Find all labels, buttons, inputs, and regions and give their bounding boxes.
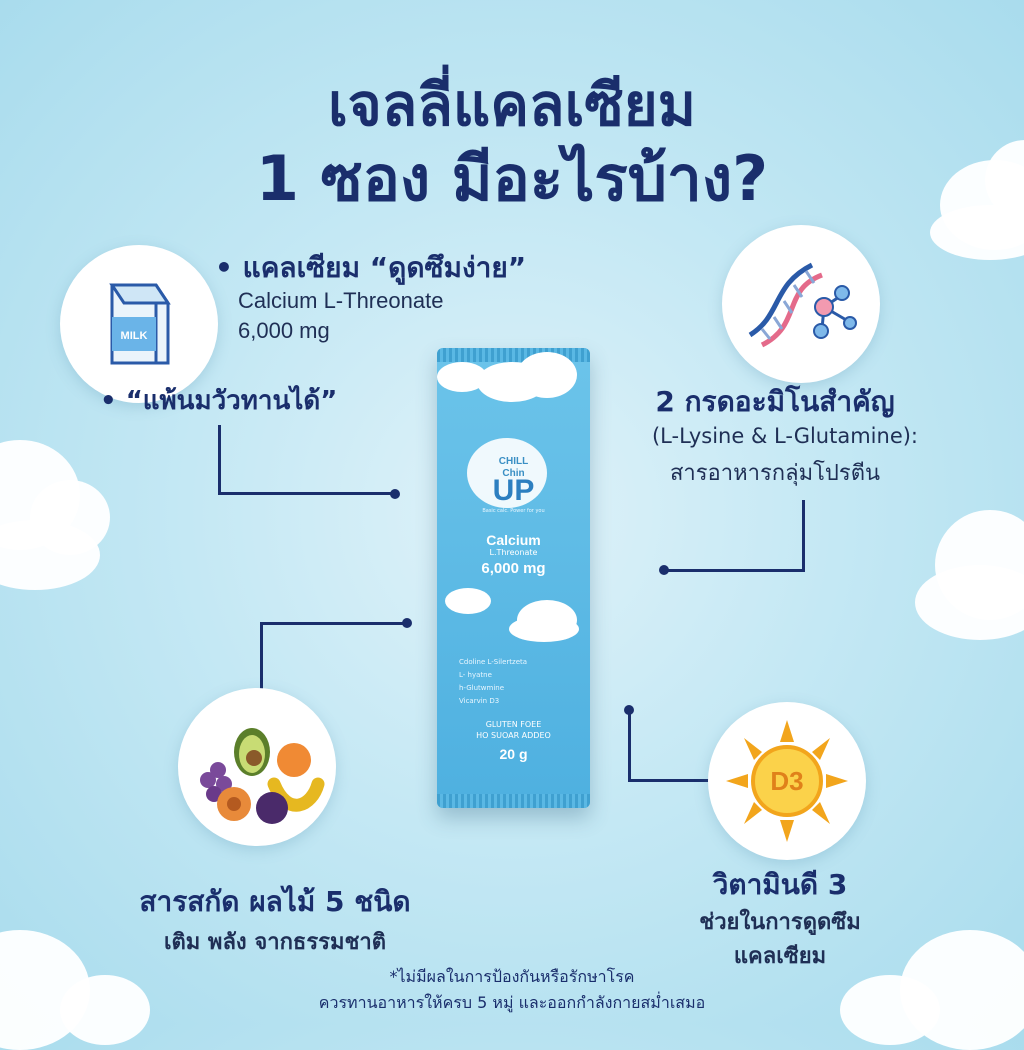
bullet: • bbox=[215, 251, 233, 284]
calcium-name: Calcium L-Threonate bbox=[238, 288, 444, 313]
amino-heading: 2 กรดอะมิโนสำคัญ bbox=[655, 385, 895, 418]
d3-label: D3 bbox=[770, 766, 803, 796]
amino-detail: (L-Lysine & L-Glutamine): bbox=[651, 424, 919, 448]
lactose-row: • “แพ้นมวัวทานได้” bbox=[100, 380, 337, 421]
sachet-ingredient: L- hyatne bbox=[459, 671, 492, 679]
vitamin-circle: D3 bbox=[708, 702, 866, 860]
page-title-line2: 1 ซอง มีอะไรบ้าง? bbox=[255, 142, 769, 215]
fruit-circle bbox=[178, 688, 336, 846]
fruit-basket-icon bbox=[200, 728, 325, 824]
disclaimer-line1: *ไม่มีผลในการป้องกันหรือรักษาโรค bbox=[389, 967, 635, 986]
sun-d3-icon: D3 bbox=[726, 720, 848, 842]
amino-desc: สารอาหารกลุ่มโปรตีน bbox=[669, 461, 881, 486]
product-sachet: CHILL Chin UP Basic calc. Power for you … bbox=[437, 348, 590, 808]
fruits-heading: สารสกัด ผลไม้ 5 ชนิด bbox=[139, 885, 411, 918]
dna-circle bbox=[722, 225, 880, 383]
brand-chin: Chin bbox=[502, 468, 525, 479]
vitamin-desc2: แคลเซียม bbox=[733, 944, 827, 969]
milk-label: MILK bbox=[121, 330, 148, 342]
calcium-heading-row: • แคลเซียม “ดูดซึมง่าย” bbox=[215, 246, 526, 290]
sachet-ingredient: Cdoline L-Silertzeta bbox=[459, 658, 528, 666]
brand-up: UP bbox=[492, 474, 535, 507]
sachet-weight: 20 g bbox=[499, 746, 528, 762]
dna-molecule-icon bbox=[748, 262, 857, 348]
sachet-claim: HO SUOAR ADDEO bbox=[476, 731, 551, 740]
sachet-ingredient: h-Glutwmine bbox=[459, 684, 505, 692]
fruits-desc: เติม พลัง จากธรรมชาติ bbox=[163, 930, 387, 955]
lactose-text: “แพ้นมวัวทานได้” bbox=[125, 386, 338, 416]
vitamin-heading: วิตามินดี 3 bbox=[712, 868, 848, 901]
sachet-product: Calcium bbox=[486, 532, 541, 548]
milk-carton-icon: MILK bbox=[109, 283, 171, 365]
calcium-heading: แคลเซียม “ดูดซึมง่าย” bbox=[242, 251, 527, 284]
bullet: • bbox=[100, 386, 117, 416]
milk-circle: MILK bbox=[60, 245, 218, 403]
vitamin-desc1: ช่วยในการดูดซึม bbox=[699, 910, 861, 935]
disclaimer-line2: ควรทานอาหารให้ครบ 5 หมู่ และออกกำลังกายส… bbox=[318, 993, 706, 1012]
sachet-amount: 6,000 mg bbox=[481, 560, 546, 577]
sachet-ingredient: Vicarvin D3 bbox=[459, 697, 500, 705]
sachet-claim: GLUTEN FOEE bbox=[485, 720, 542, 729]
page-title-line1: เจลลี่แคลเซียม bbox=[327, 71, 697, 139]
sachet-tagline: Basic calc. Power for you bbox=[482, 508, 545, 514]
calcium-amount: 6,000 mg bbox=[238, 318, 330, 343]
sachet-sub: L.Threonate bbox=[489, 548, 538, 557]
brand-chill: CHILL bbox=[498, 456, 529, 467]
